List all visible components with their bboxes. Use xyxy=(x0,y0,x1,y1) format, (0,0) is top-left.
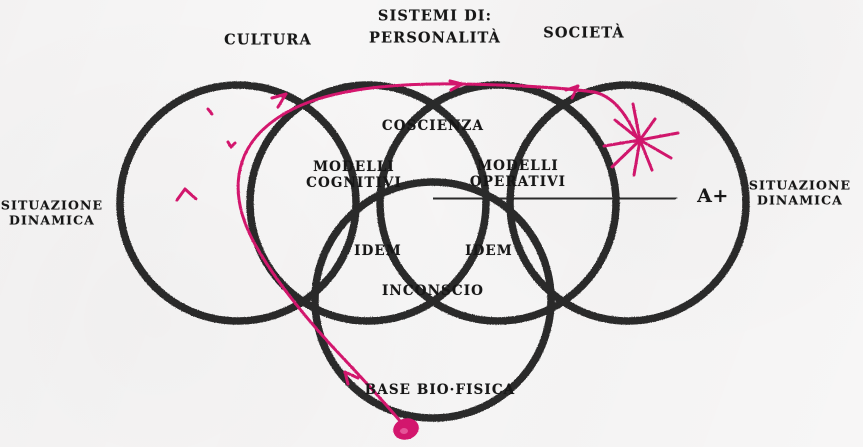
label-marker-a-plus: A+ xyxy=(697,184,729,207)
label-modelli-operativi: MODELLI OPERATIVI xyxy=(469,158,567,190)
label-idem-right: IDEM xyxy=(465,243,513,260)
base-circle xyxy=(311,178,555,422)
feedback-loop-arrowheads xyxy=(175,79,580,386)
origin-blob-marker xyxy=(393,418,419,440)
arrowhead-left xyxy=(175,187,198,202)
arrowhead-mid xyxy=(448,79,464,92)
label-modelli-cognitivi: MODELLI COGNITIVI xyxy=(306,159,402,191)
label-coscienza: COSCIENZA xyxy=(381,118,485,135)
arrowhead-cultura xyxy=(270,92,288,109)
tick-upper xyxy=(206,107,214,116)
arrowhead-base xyxy=(343,370,360,386)
label-inconscio: INCONSCIO xyxy=(382,283,484,300)
tick-left xyxy=(226,140,237,149)
feedback-loop-path xyxy=(236,82,640,429)
label-base-bio-fisica: BASE BIO·FISICA xyxy=(364,382,516,399)
action-arrow xyxy=(432,192,678,205)
societa-circle xyxy=(506,81,750,325)
star-burst-marker xyxy=(602,102,680,177)
cognitivi-circle xyxy=(246,81,490,325)
label-personalita: PERSONALITÀ xyxy=(369,29,501,47)
arrowhead-societa xyxy=(564,84,580,100)
label-situazione-dinamica-right: SITUAZIONE DINAMICA xyxy=(748,177,852,207)
label-societa: SOCIETÀ xyxy=(543,24,625,42)
cultura-circle xyxy=(116,81,360,325)
label-cultura: CULTURA xyxy=(224,31,312,49)
label-sistemi-di: SISTEMI DI: xyxy=(377,7,493,25)
label-idem-left: IDEM xyxy=(354,243,402,260)
label-situazione-dinamica-left: SITUAZIONE DINAMICA xyxy=(0,197,104,227)
